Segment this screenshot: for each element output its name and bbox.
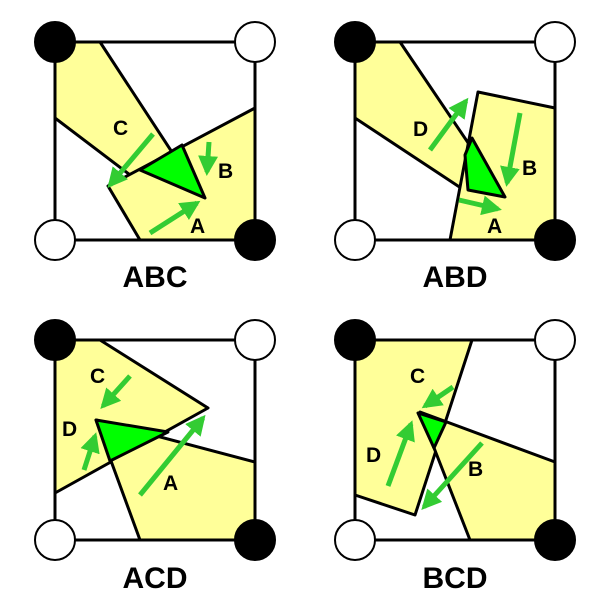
vertex-bottom-right-filled (534, 219, 576, 261)
panel-bcd: C D B BCD (334, 319, 576, 595)
vertex-top-left-filled (334, 319, 376, 361)
arrow-d (385, 420, 415, 487)
panel-title: ABC (123, 261, 188, 294)
label-b: B (522, 157, 537, 180)
vertex-bottom-left-open (334, 219, 376, 261)
vertex-top-left-filled (34, 21, 76, 63)
arrow-c (100, 374, 132, 409)
center-triangle (416, 411, 448, 450)
arrow-a (458, 195, 502, 216)
label-d: D (62, 418, 77, 441)
label-d: D (413, 118, 428, 141)
label-a: A (487, 215, 502, 238)
arrow-c (107, 132, 155, 189)
arrow-a (148, 200, 201, 236)
vertex-bottom-left-open (34, 219, 76, 261)
vertex-bottom-right-filled (534, 519, 576, 561)
arrow-d (80, 432, 100, 471)
panel-title: ABD (423, 261, 488, 294)
panel-title: ACD (123, 562, 188, 595)
vertex-top-right-open (234, 319, 276, 361)
label-a: A (163, 472, 178, 495)
panel-title: BCD (423, 562, 488, 595)
frame (53, 40, 257, 242)
vertex-bottom-right-filled (234, 219, 276, 261)
vertex-bottom-left-open (334, 519, 376, 561)
label-c: C (90, 365, 105, 388)
arrow-b (500, 112, 523, 187)
vertex-bottom-left-open (34, 519, 76, 561)
arrow-b (421, 441, 484, 510)
vertex-top-right-open (534, 21, 576, 63)
label-a: A (190, 215, 205, 238)
panel-abd: D B A ABD (334, 21, 576, 294)
arrow-b (198, 141, 219, 176)
vertex-bottom-right-filled (234, 519, 276, 561)
center-triangle (94, 418, 170, 463)
label-c: C (113, 117, 128, 140)
arrow-d (427, 97, 469, 152)
vertex-top-right-open (534, 319, 576, 361)
label-d: D (366, 444, 381, 467)
arrow-c (421, 384, 455, 409)
vertex-top-right-open (234, 21, 276, 63)
center-triangle (138, 143, 207, 200)
frame (353, 338, 557, 542)
label-b: B (218, 160, 233, 183)
vertex-top-left-filled (34, 319, 76, 361)
frame (353, 40, 557, 242)
vertex-top-left-filled (334, 21, 376, 63)
panel-abc: C B A ABC (34, 21, 276, 294)
label-b: B (468, 458, 483, 481)
label-c: C (410, 365, 425, 388)
center-triangle (463, 136, 507, 199)
panel-acd: C D A ACD (34, 319, 276, 595)
arrow-a (138, 414, 206, 497)
frame (53, 338, 257, 542)
